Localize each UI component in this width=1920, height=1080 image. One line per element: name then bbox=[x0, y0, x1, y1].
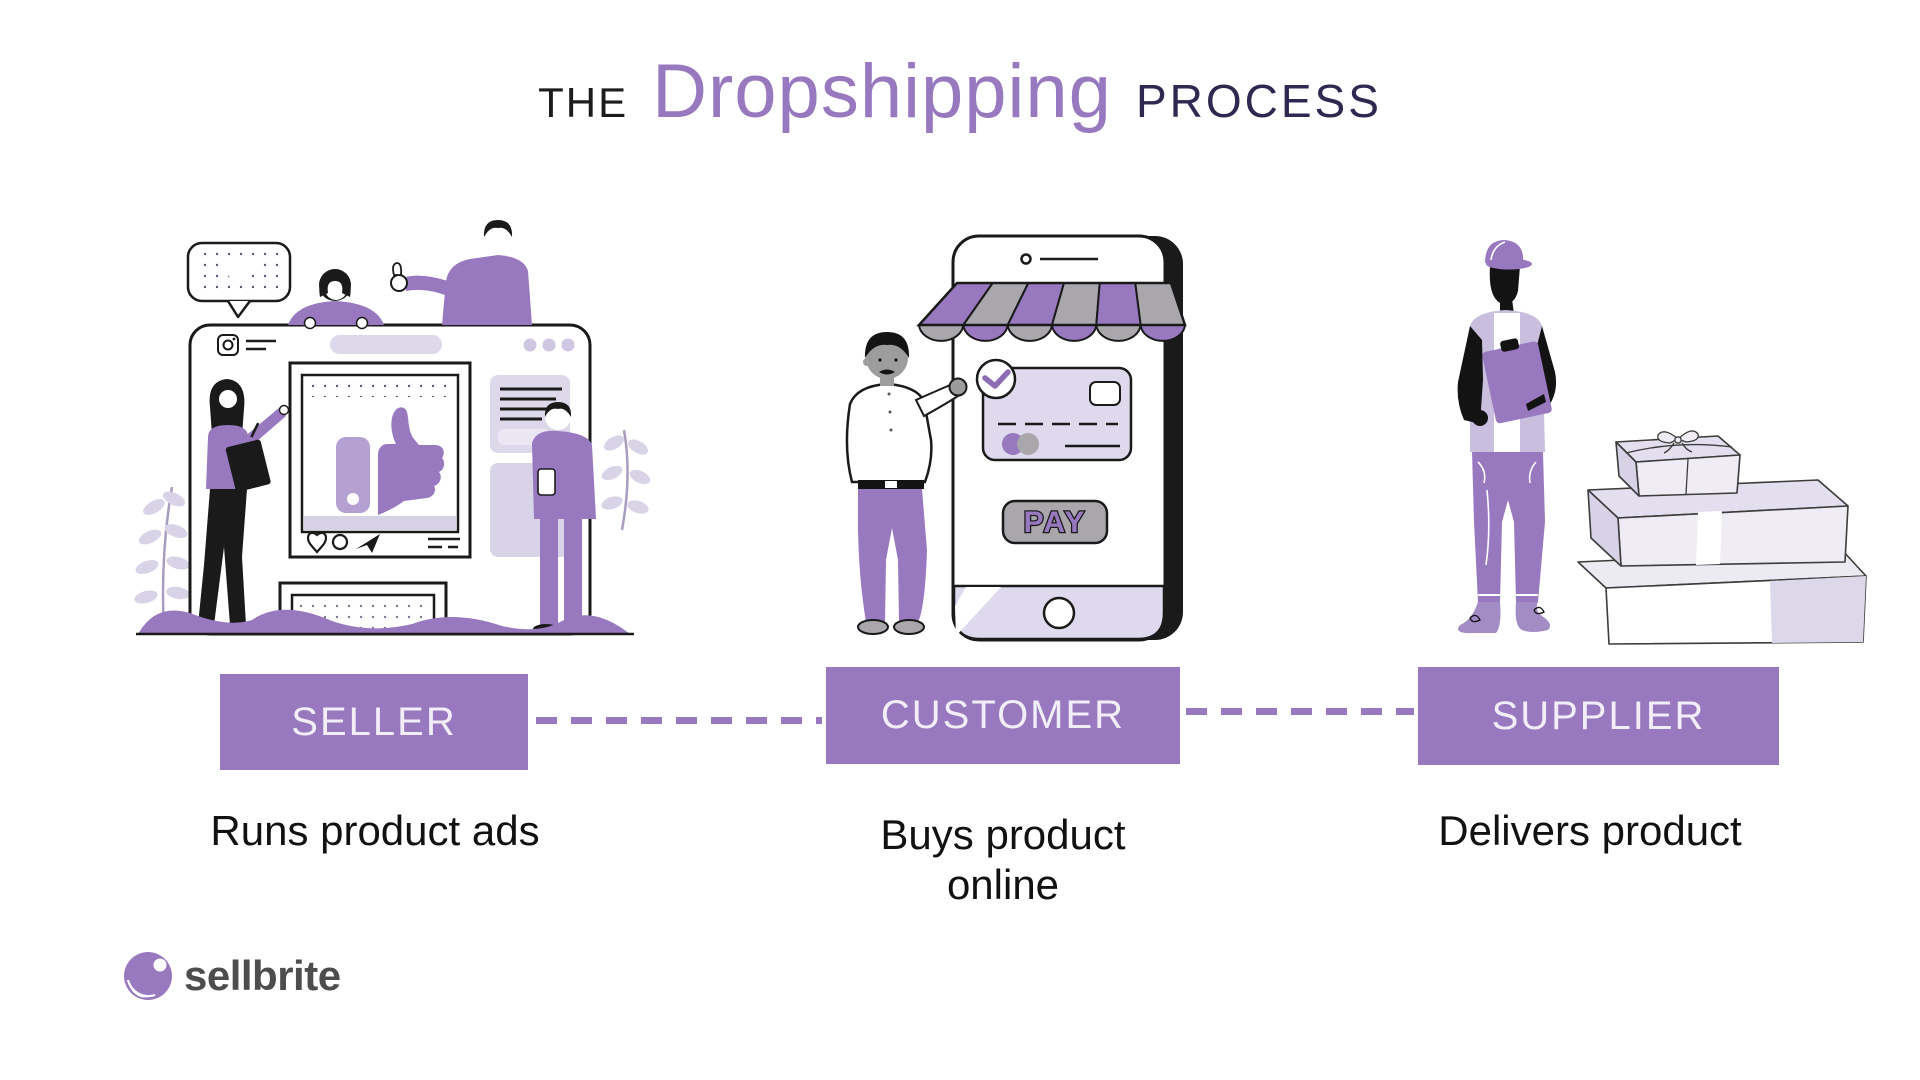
supplier-illustration bbox=[1457, 240, 1867, 645]
share-icon bbox=[356, 534, 380, 553]
page-title: THE Dropshipping PROCESS bbox=[0, 48, 1920, 135]
customer-illustration: PAY bbox=[845, 234, 1187, 642]
pay-button-label: PAY bbox=[1024, 506, 1087, 539]
left-plant-icon bbox=[134, 486, 190, 632]
social-media-card bbox=[188, 323, 592, 636]
clipboard-icon bbox=[225, 422, 271, 492]
caption-seller: Runs product ads bbox=[210, 807, 540, 854]
person-supplier bbox=[1457, 240, 1557, 633]
right-plant-icon bbox=[601, 429, 650, 531]
camera-dot-icon bbox=[1020, 253, 1032, 265]
ground-mounds bbox=[138, 609, 630, 634]
stage-label-seller: SELLER bbox=[220, 674, 528, 770]
search-pill bbox=[330, 335, 442, 354]
sellbrite-logo-text: sellbrite bbox=[184, 952, 341, 999]
title-dropshipping: Dropshipping bbox=[652, 49, 1112, 134]
person-customer bbox=[845, 332, 968, 635]
caption-customer: Buys product online bbox=[880, 811, 1126, 909]
like-thumbs-up-icon bbox=[336, 407, 445, 515]
shoes bbox=[1458, 602, 1550, 633]
cap-icon bbox=[1485, 240, 1532, 270]
heart-bubble-icon bbox=[186, 241, 292, 319]
credit-card-icon bbox=[981, 366, 1133, 462]
caption-supplier: Delivers product bbox=[1438, 807, 1742, 854]
stage-label-supplier: SUPPLIER bbox=[1418, 667, 1779, 765]
sellbrite-logo-icon bbox=[124, 952, 172, 1000]
ribbon-bow-icon bbox=[1657, 430, 1699, 454]
instagram-icon bbox=[217, 334, 239, 356]
comment-icon bbox=[331, 533, 349, 551]
dashed-connector-customer-supplier bbox=[1186, 708, 1414, 715]
title-the: THE bbox=[538, 79, 629, 126]
window-dots-icon bbox=[523, 338, 575, 352]
stage-label-customer: CUSTOMER bbox=[826, 667, 1180, 764]
heart-icon bbox=[306, 531, 328, 554]
sellbrite-logo: sellbrite bbox=[122, 950, 341, 1002]
package-boxes-icon bbox=[1577, 430, 1867, 645]
dashed-connector-seller-customer bbox=[536, 717, 822, 724]
social-post bbox=[288, 361, 472, 559]
title-process: PROCESS bbox=[1135, 75, 1382, 127]
pay-button: PAY bbox=[1001, 499, 1109, 545]
seller-illustration bbox=[134, 220, 650, 636]
storefront-awning-icon bbox=[916, 281, 1187, 342]
person-thumbs-up-man bbox=[390, 220, 532, 325]
person-top-woman bbox=[288, 269, 384, 330]
person-left-woman bbox=[193, 379, 290, 634]
check-circle-icon bbox=[975, 358, 1017, 400]
home-button bbox=[1042, 596, 1076, 630]
